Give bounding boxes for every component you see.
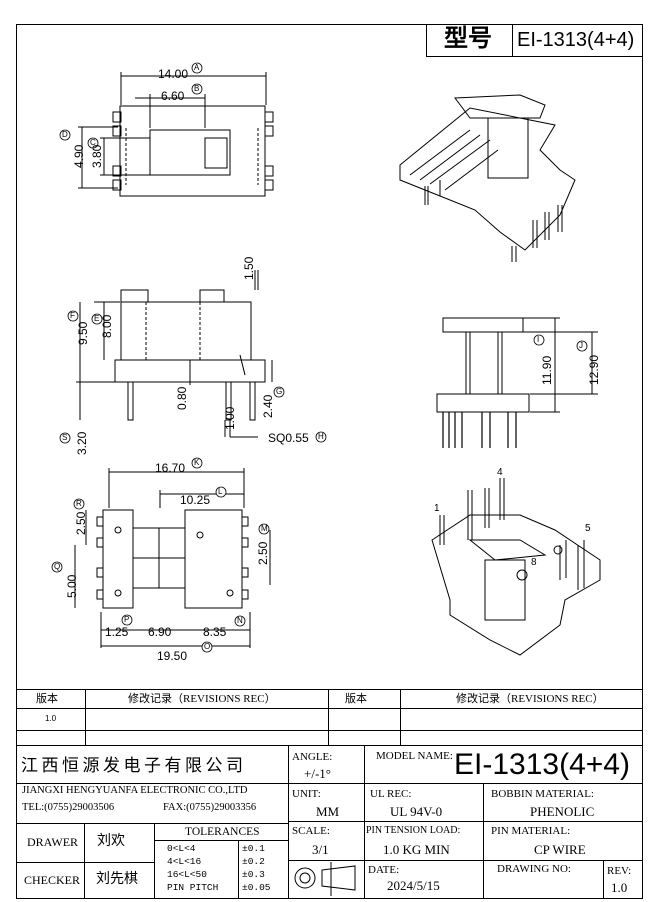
company-cn: 江西恒源发电子有限公司: [21, 756, 247, 775]
top-view: [78, 72, 274, 197]
date-label: DATE:: [368, 864, 400, 876]
tolerance-value-2: ±0.2: [242, 856, 265, 867]
rev-label: REV:: [607, 865, 632, 877]
dim-10-25: 10.25: [180, 493, 211, 507]
dim-1-25: 1.25: [105, 625, 129, 639]
tolerance-value-3: ±0.3: [242, 869, 265, 880]
date-value: 2024/5/15: [387, 878, 440, 893]
ref-e: E: [94, 314, 100, 323]
tolerance-value-1: ±0.1: [242, 843, 265, 854]
drawing-no-label: DRAWING NO:: [497, 863, 571, 875]
rev-first-version: 1.0: [45, 714, 57, 723]
pin-material-value: CP WIRE: [534, 842, 586, 857]
ref-p: P: [124, 615, 130, 624]
dim-16-70: 16.70: [155, 461, 186, 475]
unit-label: UNIT:: [292, 788, 321, 800]
ref-a: A: [194, 63, 200, 72]
dim-3-20: 3.20: [75, 431, 89, 455]
tolerance-range-2: 4<L<16: [167, 856, 202, 867]
ref-o: O: [204, 642, 211, 651]
model-header-label: 型号: [444, 25, 492, 52]
dim-9-50: 9.50: [76, 321, 90, 345]
unit-value: MM: [316, 804, 340, 819]
rev-col-record-2: 修改记录（REVISIONS REC）: [456, 693, 604, 705]
dim-1-00: 1.00: [223, 406, 237, 430]
rev-col-version: 版本: [36, 693, 58, 705]
ref-b: B: [194, 84, 200, 93]
dim-2-50-left: 2.50: [74, 511, 88, 535]
dim-0-80: 0.80: [175, 386, 189, 410]
ref-d: D: [62, 130, 68, 139]
rev-col-record: 修改记录（REVISIONS REC）: [128, 693, 276, 705]
dim-6-90: 6.90: [148, 625, 172, 639]
dim-8-00: 8.00: [100, 314, 114, 338]
pin-tension-value: 1.0 KG MIN: [383, 842, 450, 857]
ref-q: Q: [54, 562, 61, 571]
company-fax: FAX:(0755)29003356: [163, 802, 257, 813]
ref-r: R: [76, 499, 82, 508]
company-tel: TEL:(0755)29003506: [22, 802, 115, 813]
model-name-value: EI-1313(4+4): [454, 748, 630, 781]
ref-g: G: [276, 387, 283, 396]
dim-11-90: 11.90: [540, 355, 554, 385]
pin-material-label: PIN MATERIAL:: [491, 825, 571, 837]
checker-value: 刘先棋: [96, 872, 138, 887]
dim-2-40: 2.40: [261, 394, 275, 418]
drawer-label: DRAWER: [27, 835, 79, 849]
side-view: [76, 270, 273, 438]
tolerance-range-3: 16<L<50: [167, 869, 207, 880]
ref-k: K: [194, 458, 200, 467]
ul-label: UL REC:: [370, 788, 412, 800]
angle-value: +/-1°: [304, 766, 331, 781]
front-view: [436, 317, 598, 448]
tolerances-title: TOLERANCES: [185, 826, 260, 838]
dim-8-35: 8.35: [203, 625, 227, 639]
ref-i: I: [537, 335, 540, 344]
dim-sq0-55: SQ0.55: [268, 431, 309, 445]
ref-f: F: [70, 311, 75, 320]
dim-3-80: 3.80: [90, 144, 104, 168]
pin-8-label: 8: [531, 557, 537, 568]
iso-view-top: [399, 94, 576, 262]
scale-value: 3/1: [312, 842, 329, 857]
ul-value: UL 94V-0: [390, 804, 443, 819]
model-header-value: EI-1313(4+4): [517, 29, 635, 51]
pin-4-label: 4: [497, 467, 503, 478]
rev-value: 1.0: [611, 880, 628, 895]
dim-14-00: 14.00: [158, 67, 189, 81]
rev-col-version-2: 版本: [345, 693, 367, 705]
ref-h: H: [318, 432, 324, 441]
pin-5-label: 5: [585, 523, 591, 534]
ref-n: N: [237, 616, 243, 625]
angle-label: ANGLE:: [292, 751, 333, 763]
tolerance-value-4: ±0.05: [242, 882, 271, 893]
pin-tension-label: PIN TENSION LOAD:: [366, 825, 461, 836]
dim-12-90: 12.90: [587, 354, 601, 385]
bottom-view: [74, 468, 271, 648]
checker-label: CHECKER: [24, 873, 81, 887]
dim-5-00: 5.00: [65, 574, 79, 598]
iso-view-bottom: [431, 478, 601, 656]
pin-1-label: 1: [434, 503, 440, 514]
model-name-label: MODEL NAME:: [376, 750, 453, 762]
ref-m: M: [261, 524, 268, 533]
dim-6-60: 6.60: [161, 89, 185, 103]
dim-19-50: 19.50: [157, 649, 188, 663]
tolerance-range-4: PIN PITCH: [167, 882, 219, 893]
company-en: JIANGXI HENGYUANFA ELECTRONIC CO.,LTD: [22, 785, 248, 796]
scale-label: SCALE:: [292, 825, 330, 837]
ref-s: S: [62, 433, 68, 442]
tolerance-range-1: 0<L<4: [167, 843, 196, 854]
bobbin-material-label: BOBBIN MATERIAL:: [491, 788, 594, 800]
ref-l: L: [218, 487, 223, 496]
drawer-value: 刘欢: [97, 834, 125, 849]
bobbin-material-value: PHENOLIC: [530, 804, 595, 819]
ref-c: C: [90, 138, 96, 147]
dim-2-50-right: 2.50: [256, 541, 270, 565]
ref-j: J: [579, 341, 583, 350]
dim-1-50: 1.50: [242, 256, 256, 280]
dim-4-90: 4.90: [72, 144, 86, 168]
